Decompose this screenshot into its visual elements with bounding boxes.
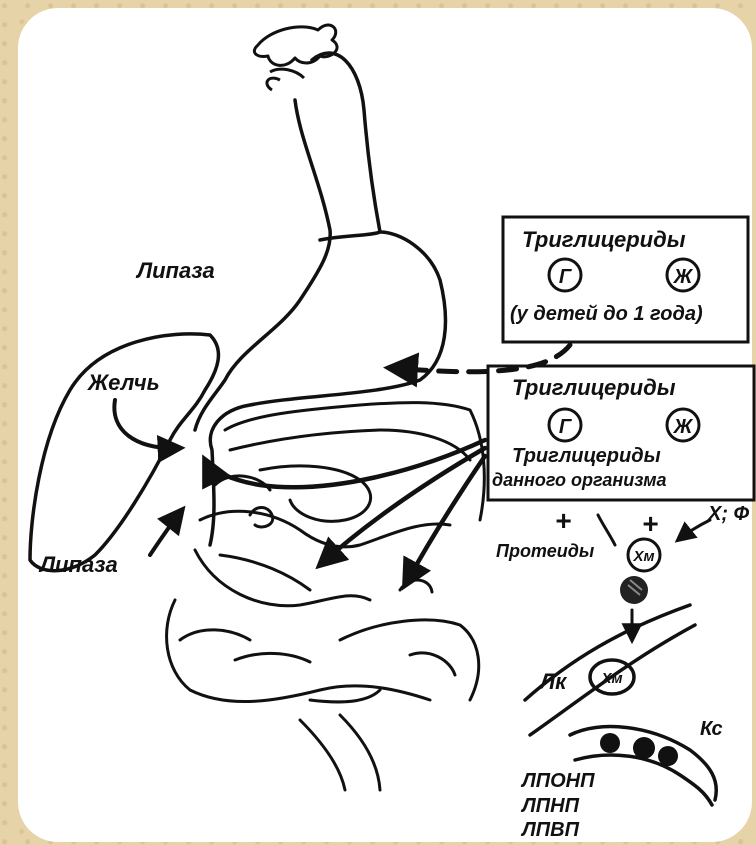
box2-line1: Триглицериды bbox=[512, 445, 661, 467]
lipoprotein-particle-2 bbox=[633, 737, 655, 759]
label-lipase-top: Липаза bbox=[135, 258, 215, 283]
box1-zh: Ж bbox=[673, 266, 694, 288]
lipoprotein-particle-1 bbox=[600, 733, 620, 753]
label-lponp: ЛПОНП bbox=[520, 770, 595, 792]
box2-zh: Ж bbox=[673, 416, 694, 438]
label-bile: Желчь bbox=[87, 370, 160, 395]
box1-note: (у детей до 1 года) bbox=[510, 303, 703, 325]
box2-line2: данного организма bbox=[492, 470, 667, 490]
label-lpnp: ЛПНП bbox=[520, 795, 580, 817]
label-lpvp: ЛПВП bbox=[520, 819, 580, 841]
plus-sign-1: + bbox=[555, 505, 571, 536]
label-xf: Х; Ф bbox=[707, 503, 750, 525]
label-lk: Лк bbox=[538, 669, 568, 694]
label-proteins: Протеиды bbox=[496, 541, 595, 561]
label-ks: Кс bbox=[700, 718, 723, 740]
label-hm-2: Хм bbox=[600, 670, 622, 687]
lipoprotein-particle-3 bbox=[658, 746, 678, 766]
box1-title: Триглицериды bbox=[522, 227, 686, 252]
plus-sign-2: + bbox=[642, 508, 658, 539]
label-lipase-bottom: Липаза bbox=[38, 552, 118, 577]
box2-title: Триглицериды bbox=[512, 375, 676, 400]
box1-g: Г bbox=[559, 266, 573, 288]
label-hm-1: Хм bbox=[632, 548, 654, 565]
box2-g: Г bbox=[559, 416, 573, 438]
